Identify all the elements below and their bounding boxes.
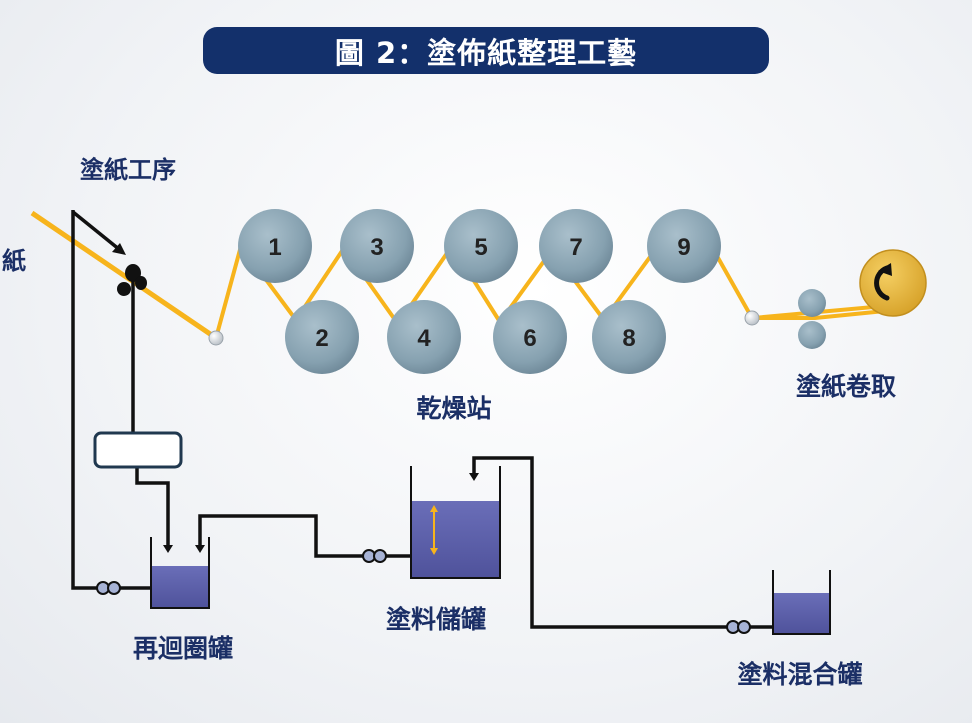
dryer-cylinder-2: 2	[285, 300, 359, 374]
svg-text:4: 4	[417, 325, 431, 352]
svg-text:8: 8	[622, 325, 635, 352]
arrow-down-icon	[163, 545, 173, 553]
label-coating-mixing-tank: 塗料混合罐	[737, 660, 862, 689]
recirculation-tank	[150, 537, 210, 609]
label-coating-process: 塗紙工序	[80, 156, 176, 184]
coating-applicator-icon	[117, 264, 147, 296]
arrow-down-icon	[195, 545, 205, 553]
svg-text:9: 9	[677, 234, 690, 261]
dryer-cylinder-5: 5	[444, 209, 518, 283]
pump-icon	[96, 581, 121, 595]
label-paper: 紙	[2, 247, 26, 275]
label-coating-storage-tank: 塗料儲罐	[386, 605, 486, 634]
dryer-cylinders: 1 3 5 7 9 2 4 6 8	[238, 209, 721, 374]
svg-text:6: 6	[523, 325, 536, 352]
dryer-cylinder-6: 6	[493, 300, 567, 374]
pump-icon	[726, 620, 751, 634]
dryer-cylinder-8: 8	[592, 300, 666, 374]
svg-text:2: 2	[315, 325, 328, 352]
label-dryer-station: 乾燥站	[416, 394, 491, 423]
guide-roller-right	[744, 310, 760, 326]
label-recirculation-tank: 再迴圈罐	[133, 634, 233, 663]
pump-icon	[362, 549, 387, 563]
diagram-title: 圖 2：塗佈紙整理工藝	[203, 27, 769, 74]
label-coated-reel: 塗紙卷取	[796, 372, 896, 401]
svg-text:7: 7	[569, 234, 582, 261]
guide-roller-left	[208, 330, 224, 346]
filter-unit	[93, 431, 183, 469]
piping	[71, 210, 773, 629]
svg-text:1: 1	[268, 234, 281, 261]
dryer-cylinder-3: 3	[340, 209, 414, 283]
dryer-cylinder-7: 7	[539, 209, 613, 283]
arrow-down-icon	[469, 473, 479, 481]
dryer-cylinder-9: 9	[647, 209, 721, 283]
svg-text:3: 3	[370, 234, 383, 261]
nip-rollers	[798, 289, 826, 349]
coating-storage-tank	[410, 466, 501, 579]
dryer-cylinder-4: 4	[387, 300, 461, 374]
coating-mixing-tank	[772, 570, 831, 635]
feed-arrow	[71, 210, 126, 255]
winding-reel-icon	[859, 249, 927, 317]
dryer-cylinder-1: 1	[238, 209, 312, 283]
svg-text:5: 5	[474, 234, 487, 261]
